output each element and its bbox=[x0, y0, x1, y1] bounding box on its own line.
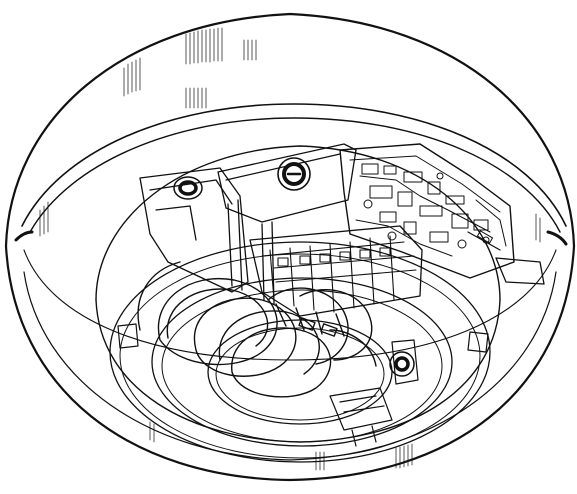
rim-shading bbox=[149, 421, 413, 471]
mounting-bracket bbox=[139, 143, 357, 305]
outer-housing bbox=[4, 12, 576, 482]
screw-top-icon bbox=[277, 157, 311, 191]
skirt-band bbox=[14, 230, 568, 361]
dome-shading bbox=[39, 27, 541, 243]
screw-lower-icon bbox=[389, 351, 415, 377]
inner-recess bbox=[95, 145, 501, 463]
circuit-board bbox=[339, 143, 545, 285]
lower-clips bbox=[117, 323, 489, 447]
screw-left-icon bbox=[173, 176, 203, 200]
terminal-block bbox=[249, 225, 423, 317]
wiring bbox=[137, 261, 377, 398]
